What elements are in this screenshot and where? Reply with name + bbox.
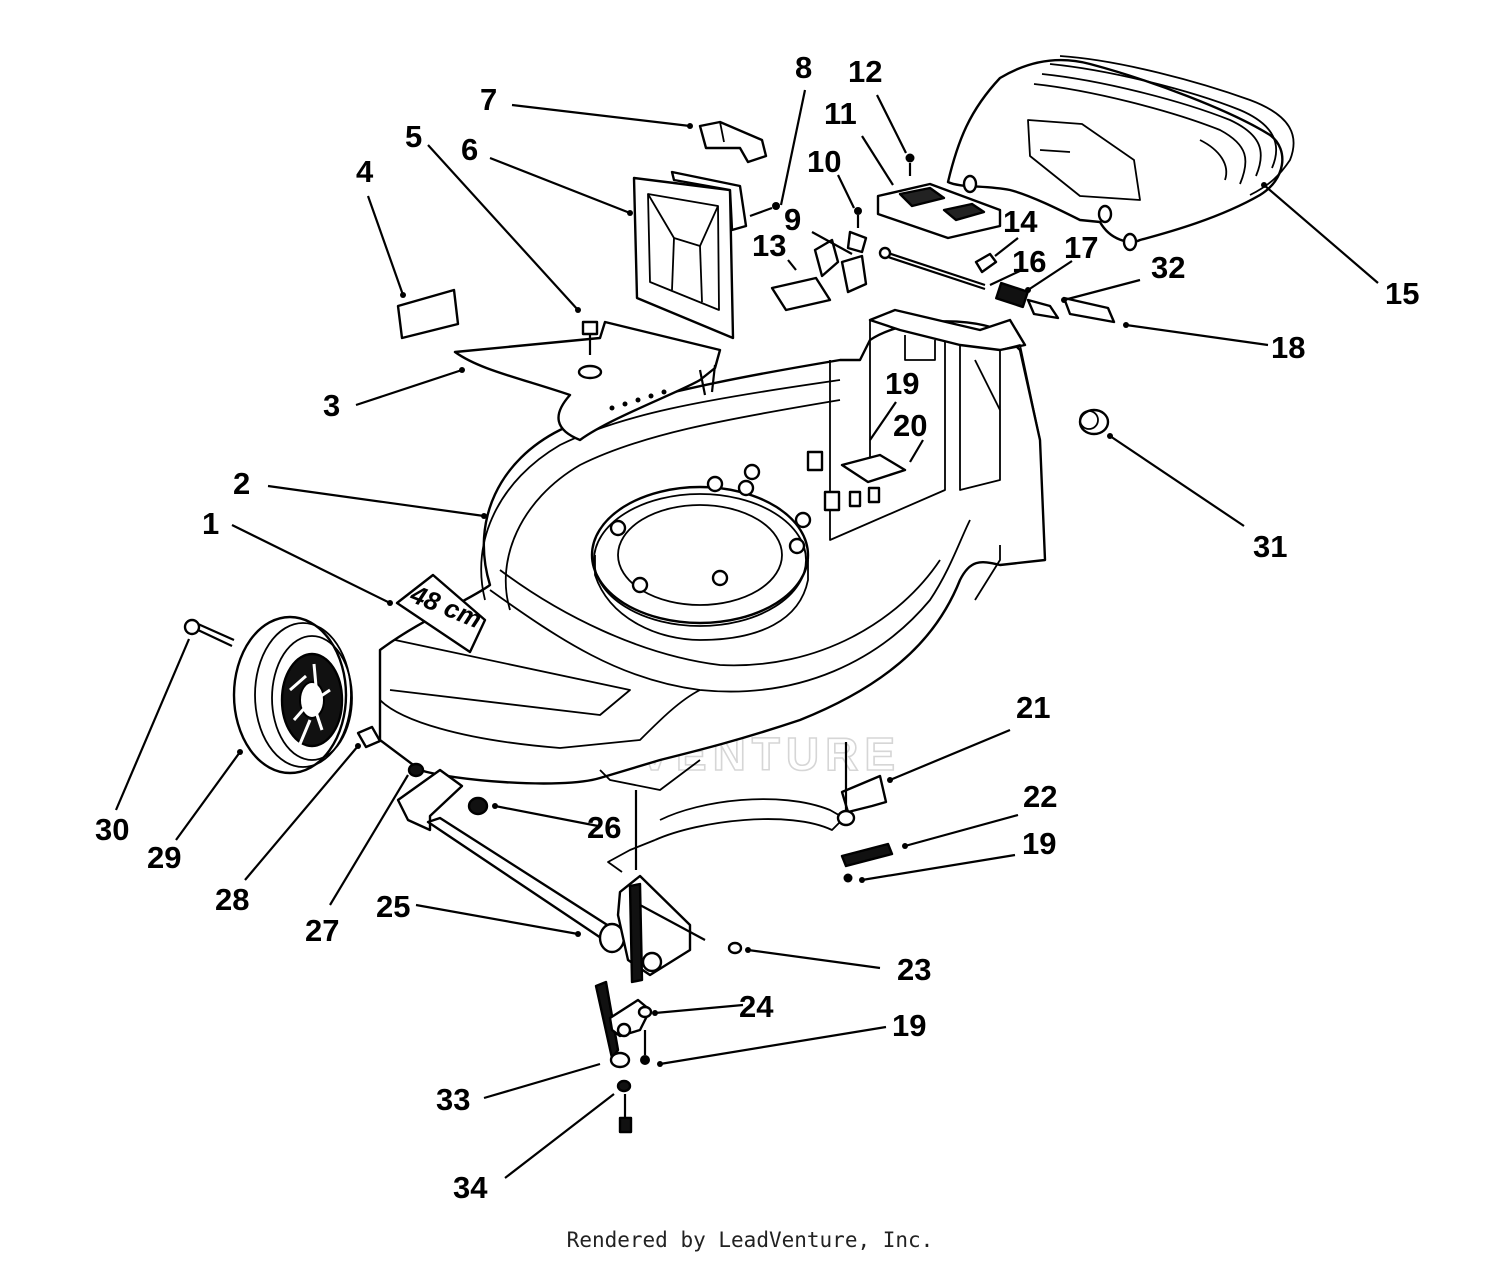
callout-11: 11: [824, 96, 857, 131]
callout-29: 29: [147, 840, 181, 875]
hinge-bracket: [813, 238, 868, 294]
latch-block: [698, 120, 768, 164]
callout-21: 21: [1016, 690, 1050, 725]
bolt-5: [577, 320, 603, 380]
decal-plate: [396, 288, 460, 340]
bolt-bosses: [609, 463, 812, 594]
screw-12: [905, 153, 915, 176]
callout-24: 24: [739, 989, 774, 1024]
callout-13: 13: [752, 228, 786, 263]
callout-16: 16: [1012, 244, 1046, 279]
leader-lines: [114, 89, 1379, 1179]
callout-3: 3: [323, 388, 340, 423]
callout-31: 31: [1253, 529, 1287, 564]
leader-dots: [237, 123, 1267, 1067]
callout-19-middle: 19: [1022, 826, 1056, 861]
callout-20: 20: [893, 408, 927, 443]
wheel-bolt-30: [183, 618, 235, 647]
callout-10: 10: [807, 144, 841, 179]
rear-baffle: [453, 320, 722, 442]
callout-26: 26: [587, 810, 621, 845]
callout-28: 28: [215, 882, 249, 917]
callout-12: 12: [848, 54, 882, 89]
callout-7: 7: [480, 82, 497, 117]
callout-19-lower: 19: [892, 1008, 926, 1043]
screw-8: [749, 202, 780, 218]
screw-10: [846, 207, 868, 254]
callout-15: 15: [1385, 276, 1419, 311]
rear-cover: [946, 55, 1295, 252]
callout-1: 1: [202, 506, 219, 541]
callout-14: 14: [1003, 204, 1038, 239]
callout-5: 5: [405, 119, 422, 154]
callout-32: 32: [1151, 250, 1185, 285]
plug-31: [1078, 408, 1110, 436]
callout-9: 9: [784, 202, 801, 237]
clip-14: [974, 252, 998, 274]
callout-2: 2: [233, 466, 250, 501]
render-credit: Rendered by LeadVenture, Inc.: [566, 1228, 934, 1252]
height-adjuster-assembly: [396, 742, 894, 1134]
pin-32: [1026, 298, 1060, 320]
callout-34: 34: [453, 1170, 488, 1205]
callout-18: 18: [1271, 330, 1305, 365]
callout-numbers: 1 2 3 4 5 6 7 8 9 10 11 12 13 14 15 16 1…: [95, 50, 1419, 1205]
rod-16: [878, 246, 986, 291]
chute-flap-housing: [632, 170, 748, 340]
callout-19-upper: 19: [885, 366, 919, 401]
plate-18: [1062, 296, 1116, 324]
bushing-28: [356, 725, 382, 749]
spring-17: [995, 281, 1029, 309]
decal-13: [770, 276, 832, 312]
mower-deck: 48 cm: [378, 308, 1047, 791]
callout-23: 23: [897, 952, 931, 987]
callout-25: 25: [376, 889, 410, 924]
wheel: [232, 615, 353, 775]
callout-22: 22: [1023, 779, 1057, 814]
callout-27: 27: [305, 913, 339, 948]
handle-bracket: [876, 182, 1002, 240]
callout-33: 33: [436, 1082, 470, 1117]
callout-8: 8: [795, 50, 812, 85]
callout-30: 30: [95, 812, 129, 847]
callout-6: 6: [461, 132, 478, 167]
callout-4: 4: [356, 154, 374, 189]
nut-27: [407, 762, 425, 778]
callout-17: 17: [1064, 230, 1098, 265]
